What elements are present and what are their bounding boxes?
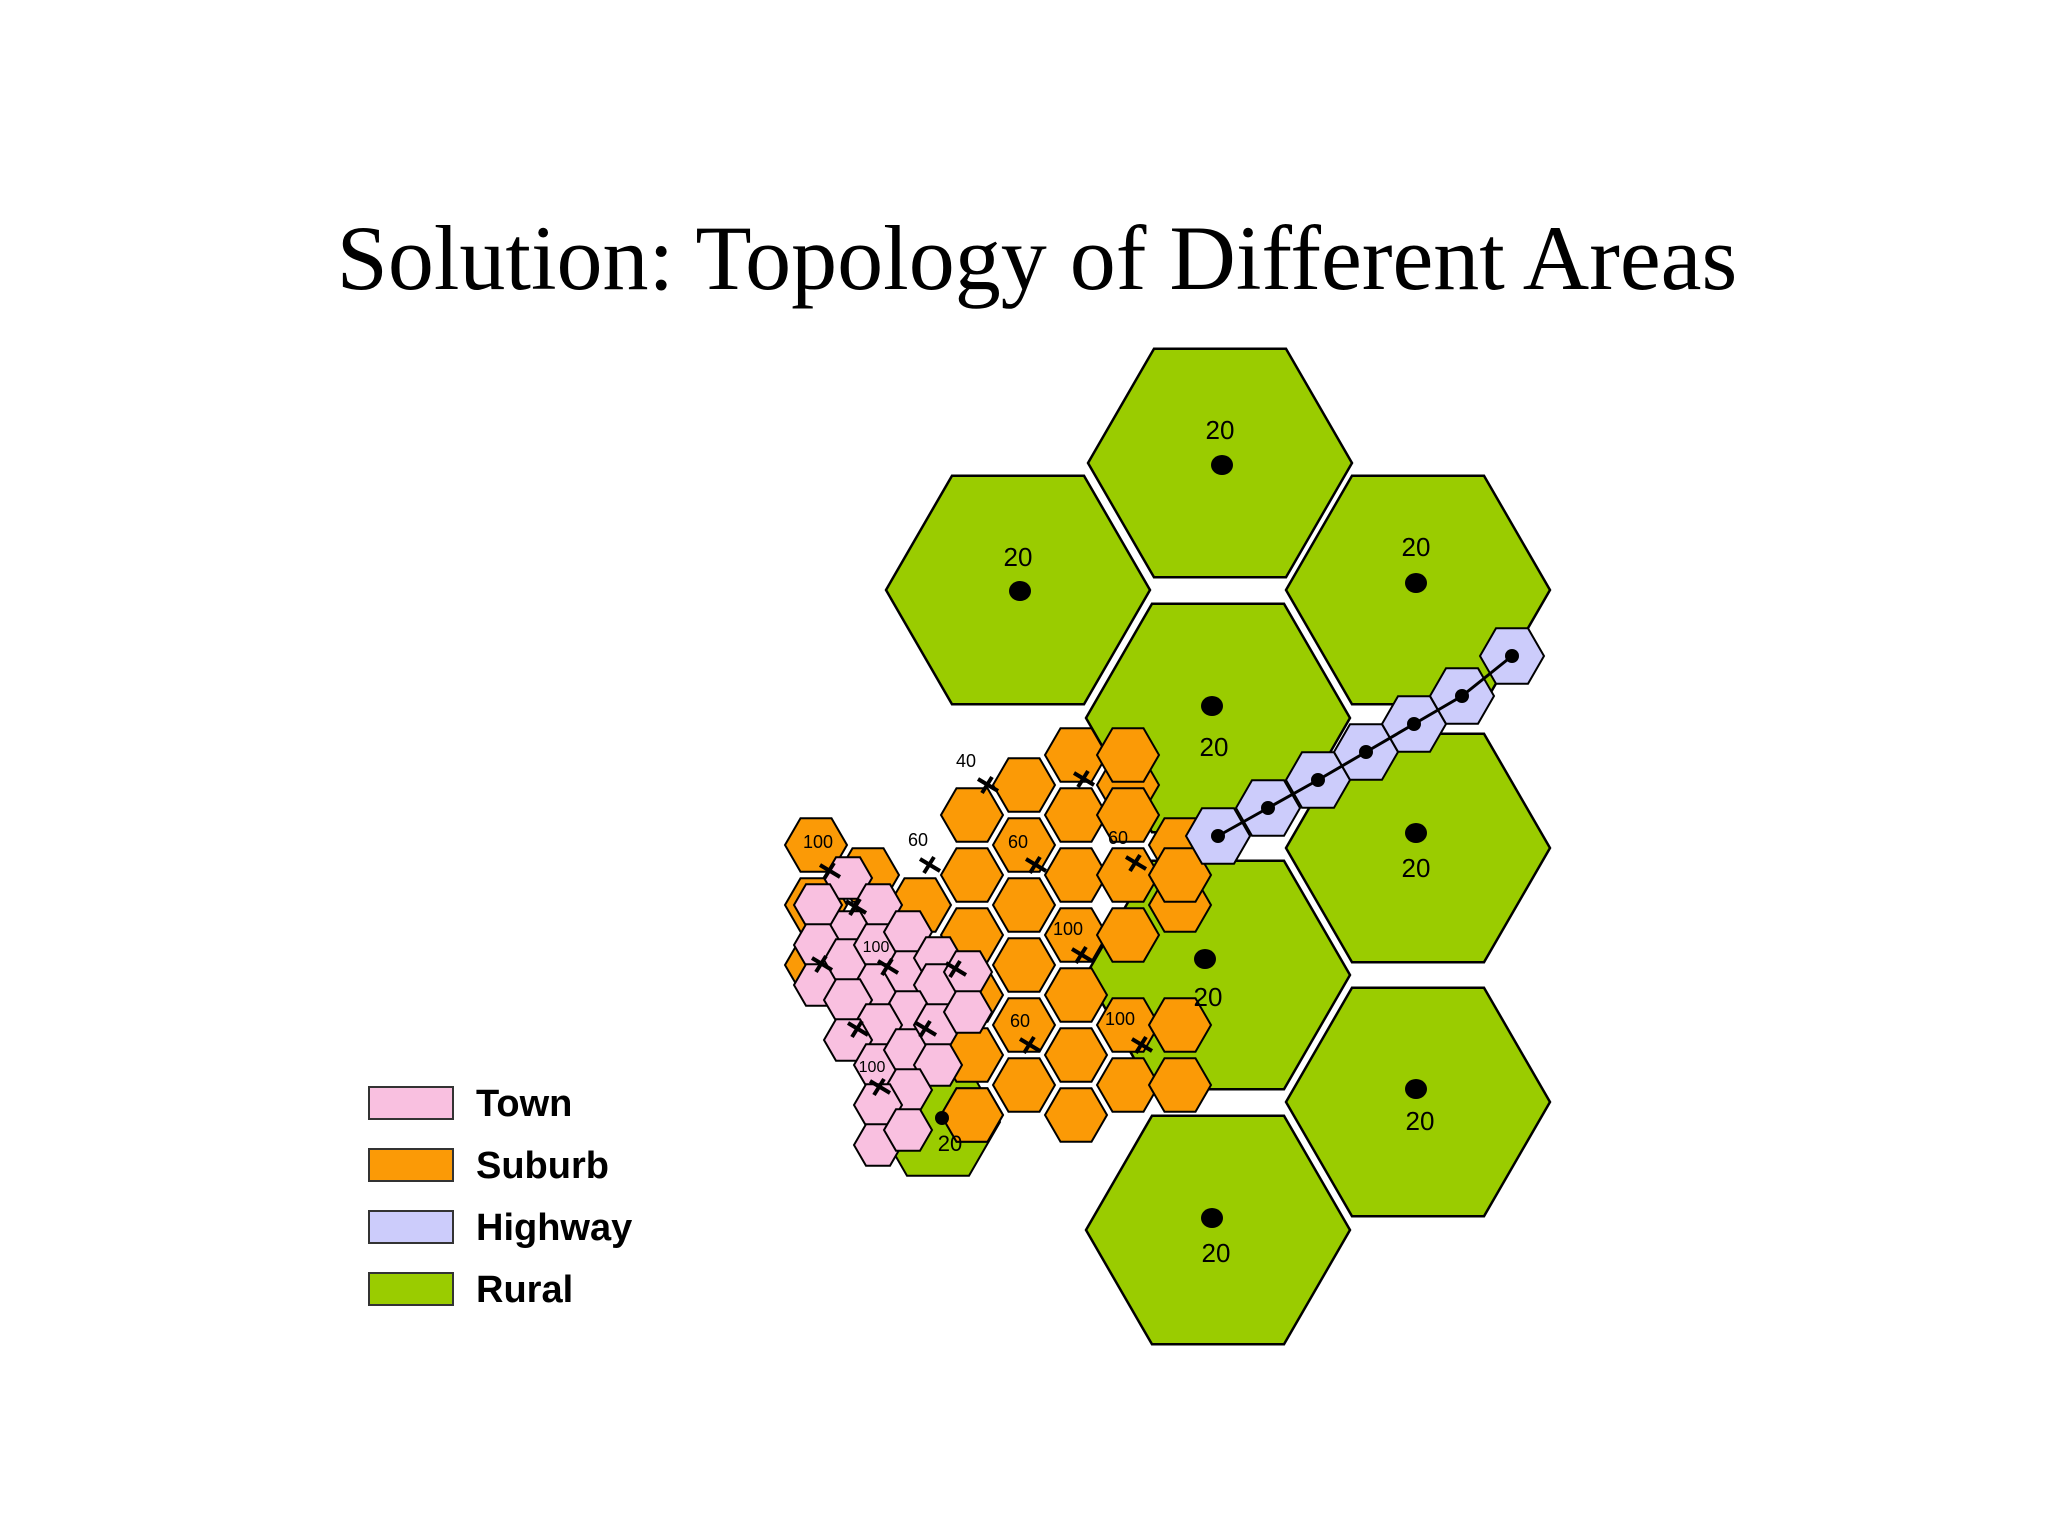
rural-antenna-dot — [1405, 1079, 1427, 1099]
antenna-mark — [944, 959, 968, 979]
legend-swatch-suburb — [368, 1148, 454, 1182]
rural-antenna-dot — [1211, 455, 1233, 475]
suburb-cell-label: 60 — [1008, 832, 1028, 852]
rural-cell-label: 20 — [1194, 982, 1223, 1012]
suburb-cell — [1147, 997, 1213, 1053]
suburb-cell — [991, 757, 1057, 813]
suburb-cell — [939, 847, 1005, 903]
antenna-mark — [846, 1019, 870, 1039]
antenna-mark — [1124, 853, 1148, 873]
town-cell-label: 100 — [863, 939, 890, 956]
antenna-mark — [918, 855, 942, 875]
highway-node-dot — [1407, 717, 1421, 731]
town-cell-label: 100 — [859, 1059, 886, 1076]
rural-antenna-dot — [1009, 581, 1031, 601]
suburb-cell-label: 100 — [1105, 1009, 1135, 1029]
suburb-cell — [1095, 727, 1161, 783]
rural-antenna-dot — [935, 1111, 949, 1125]
suburb-cell — [1095, 907, 1161, 963]
highway-node-dot — [1455, 689, 1469, 703]
suburb-cell-label: 40 — [956, 751, 976, 771]
antenna-mark — [914, 1019, 938, 1039]
antenna-mark — [1024, 855, 1048, 875]
suburb-cell-label: 100 — [1053, 919, 1083, 939]
highway-area-layer — [1184, 627, 1546, 865]
antenna-mark — [1070, 945, 1094, 965]
cell-marks-layer — [810, 455, 1427, 1228]
rural-cell-label: 20 — [1206, 415, 1235, 445]
suburb-cell — [1043, 1027, 1109, 1083]
suburb-cell — [1095, 1057, 1161, 1113]
rural-cell-label: 20 — [1402, 853, 1431, 883]
legend-label-rural: Rural — [476, 1269, 574, 1311]
rural-cell — [1284, 986, 1552, 1218]
rural-antenna-dot — [1194, 949, 1216, 969]
suburb-cell — [1043, 787, 1109, 843]
antenna-mark — [810, 954, 834, 974]
suburb-cell — [1095, 847, 1161, 903]
cell-labels-layer: 20 20 20 20 20 20 20 20 20 40 100 60 60 60 100 60 100 100… — [803, 415, 1434, 1268]
antenna-mark — [1018, 1035, 1042, 1055]
legend-swatch-rural — [368, 1272, 454, 1306]
rural-antenna-dot — [1405, 823, 1427, 843]
highway-node-dot — [1311, 773, 1325, 787]
legend-label-suburb: Suburb — [476, 1145, 609, 1187]
antenna-mark — [876, 957, 900, 977]
suburb-cell-label: 100 — [803, 832, 833, 852]
highway-node-dot — [1261, 801, 1275, 815]
antenna-mark — [818, 861, 842, 881]
suburb-cell — [1043, 967, 1109, 1023]
rural-cell — [1084, 1114, 1352, 1346]
rural-cell-label: 20 — [1200, 732, 1229, 762]
antenna-mark — [1130, 1035, 1154, 1055]
suburb-cell — [1147, 1057, 1213, 1113]
rural-cell-label-small: 20 — [938, 1131, 962, 1156]
antenna-mark — [1072, 769, 1096, 789]
suburb-cell — [1043, 1087, 1109, 1143]
suburb-cell-label: 60 — [908, 830, 928, 850]
rural-antenna-dot — [1201, 696, 1223, 716]
legend-swatch-highway — [368, 1210, 454, 1244]
legend-swatch-town — [368, 1086, 454, 1120]
suburb-cell-label: 60 — [1108, 828, 1128, 848]
rural-cell — [1284, 732, 1552, 964]
antenna-mark — [868, 1077, 892, 1097]
suburb-cell — [1043, 847, 1109, 903]
rural-antenna-dot — [1405, 573, 1427, 593]
highway-node-dot — [1359, 745, 1373, 759]
antenna-mark — [976, 775, 1000, 795]
rural-cell-label: 20 — [1406, 1106, 1435, 1136]
suburb-cell — [991, 877, 1057, 933]
suburb-cell — [1095, 787, 1161, 843]
rural-cell-label: 20 — [1004, 542, 1033, 572]
town-cell — [912, 1043, 964, 1087]
suburb-cell — [991, 1057, 1057, 1113]
suburb-cell-label: 60 — [1010, 1011, 1030, 1031]
highway-node-dot — [1505, 649, 1519, 663]
legend-label-town: Town — [476, 1083, 573, 1125]
highway-node-dot — [1211, 829, 1225, 843]
slide-title: Solution: Topology of Different Areas — [336, 207, 1738, 309]
antenna-mark — [844, 897, 868, 917]
legend-label-highway: Highway — [476, 1207, 633, 1249]
town-cell — [882, 1108, 934, 1152]
suburb-cell — [939, 787, 1005, 843]
suburb-cell — [991, 937, 1057, 993]
rural-antenna-dot — [1201, 1208, 1223, 1228]
town-cell — [942, 990, 994, 1034]
rural-cell-label: 20 — [1402, 532, 1431, 562]
rural-cell-label: 20 — [1202, 1238, 1231, 1268]
